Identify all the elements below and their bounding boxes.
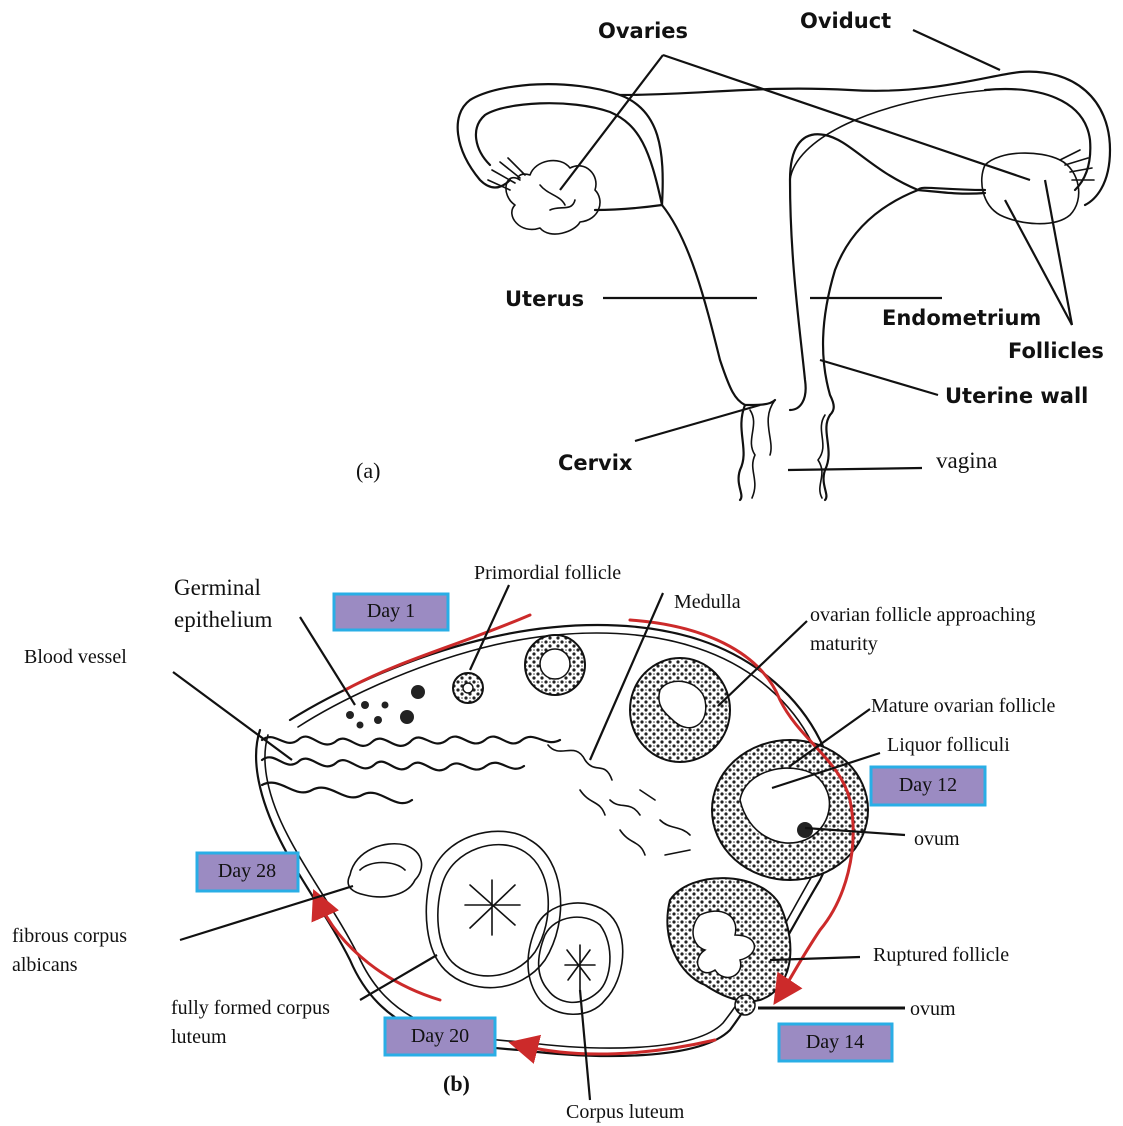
label-mature: Mature ovarian follicle: [871, 695, 1055, 717]
day-box-20: Day 20: [385, 1018, 495, 1055]
label-fully-formed-1: fully formed corpus: [171, 997, 330, 1019]
label-fibrous-2: albicans: [12, 954, 78, 976]
label-germinal-2: epithelium: [174, 607, 272, 632]
day-20-text: Day 20: [411, 1025, 469, 1047]
label-uterine-wall: Uterine wall: [945, 384, 1088, 408]
uterus-drawing: [458, 72, 1110, 500]
label-blood-vessel: Blood vessel: [24, 646, 127, 668]
label-ruptured: Ruptured follicle: [873, 944, 1009, 966]
label-oviduct: Oviduct: [800, 9, 891, 33]
label-primordial: Primordial follicle: [474, 562, 621, 584]
label-liquor: Liquor folliculi: [887, 734, 1010, 756]
label-fibrous-1: fibrous corpus: [12, 925, 127, 947]
label-ovum-2: ovum: [910, 998, 956, 1020]
label-corpus-luteum: Corpus luteum: [566, 1101, 685, 1123]
day-28-text: Day 28: [218, 860, 276, 882]
label-fully-formed-2: luteum: [171, 1026, 227, 1048]
day-box-28: Day 28: [197, 853, 298, 891]
day-box-1: Day 1: [334, 594, 448, 630]
label-approaching-1: ovarian follicle approaching: [810, 604, 1035, 626]
label-cervix: Cervix: [558, 451, 633, 475]
panel-b-tag: (b): [443, 1071, 470, 1096]
label-medulla: Medulla: [674, 591, 741, 613]
label-endometrium: Endometrium: [882, 306, 1041, 330]
label-follicles: Follicles: [1008, 339, 1104, 363]
day-box-14: Day 14: [779, 1024, 892, 1061]
day-box-12: Day 12: [871, 767, 985, 805]
label-germinal-1: Germinal: [174, 575, 261, 600]
panel-a-tag: (a): [356, 458, 380, 483]
label-ovaries: Ovaries: [598, 19, 688, 43]
label-ovum-1: ovum: [914, 828, 960, 850]
label-vagina: vagina: [936, 448, 997, 473]
label-uterus: Uterus: [505, 287, 584, 311]
day-14-text: Day 14: [806, 1031, 864, 1053]
day-12-text: Day 12: [899, 774, 957, 796]
label-approaching-2: maturity: [810, 633, 878, 655]
day-1-text: Day 1: [367, 600, 415, 622]
